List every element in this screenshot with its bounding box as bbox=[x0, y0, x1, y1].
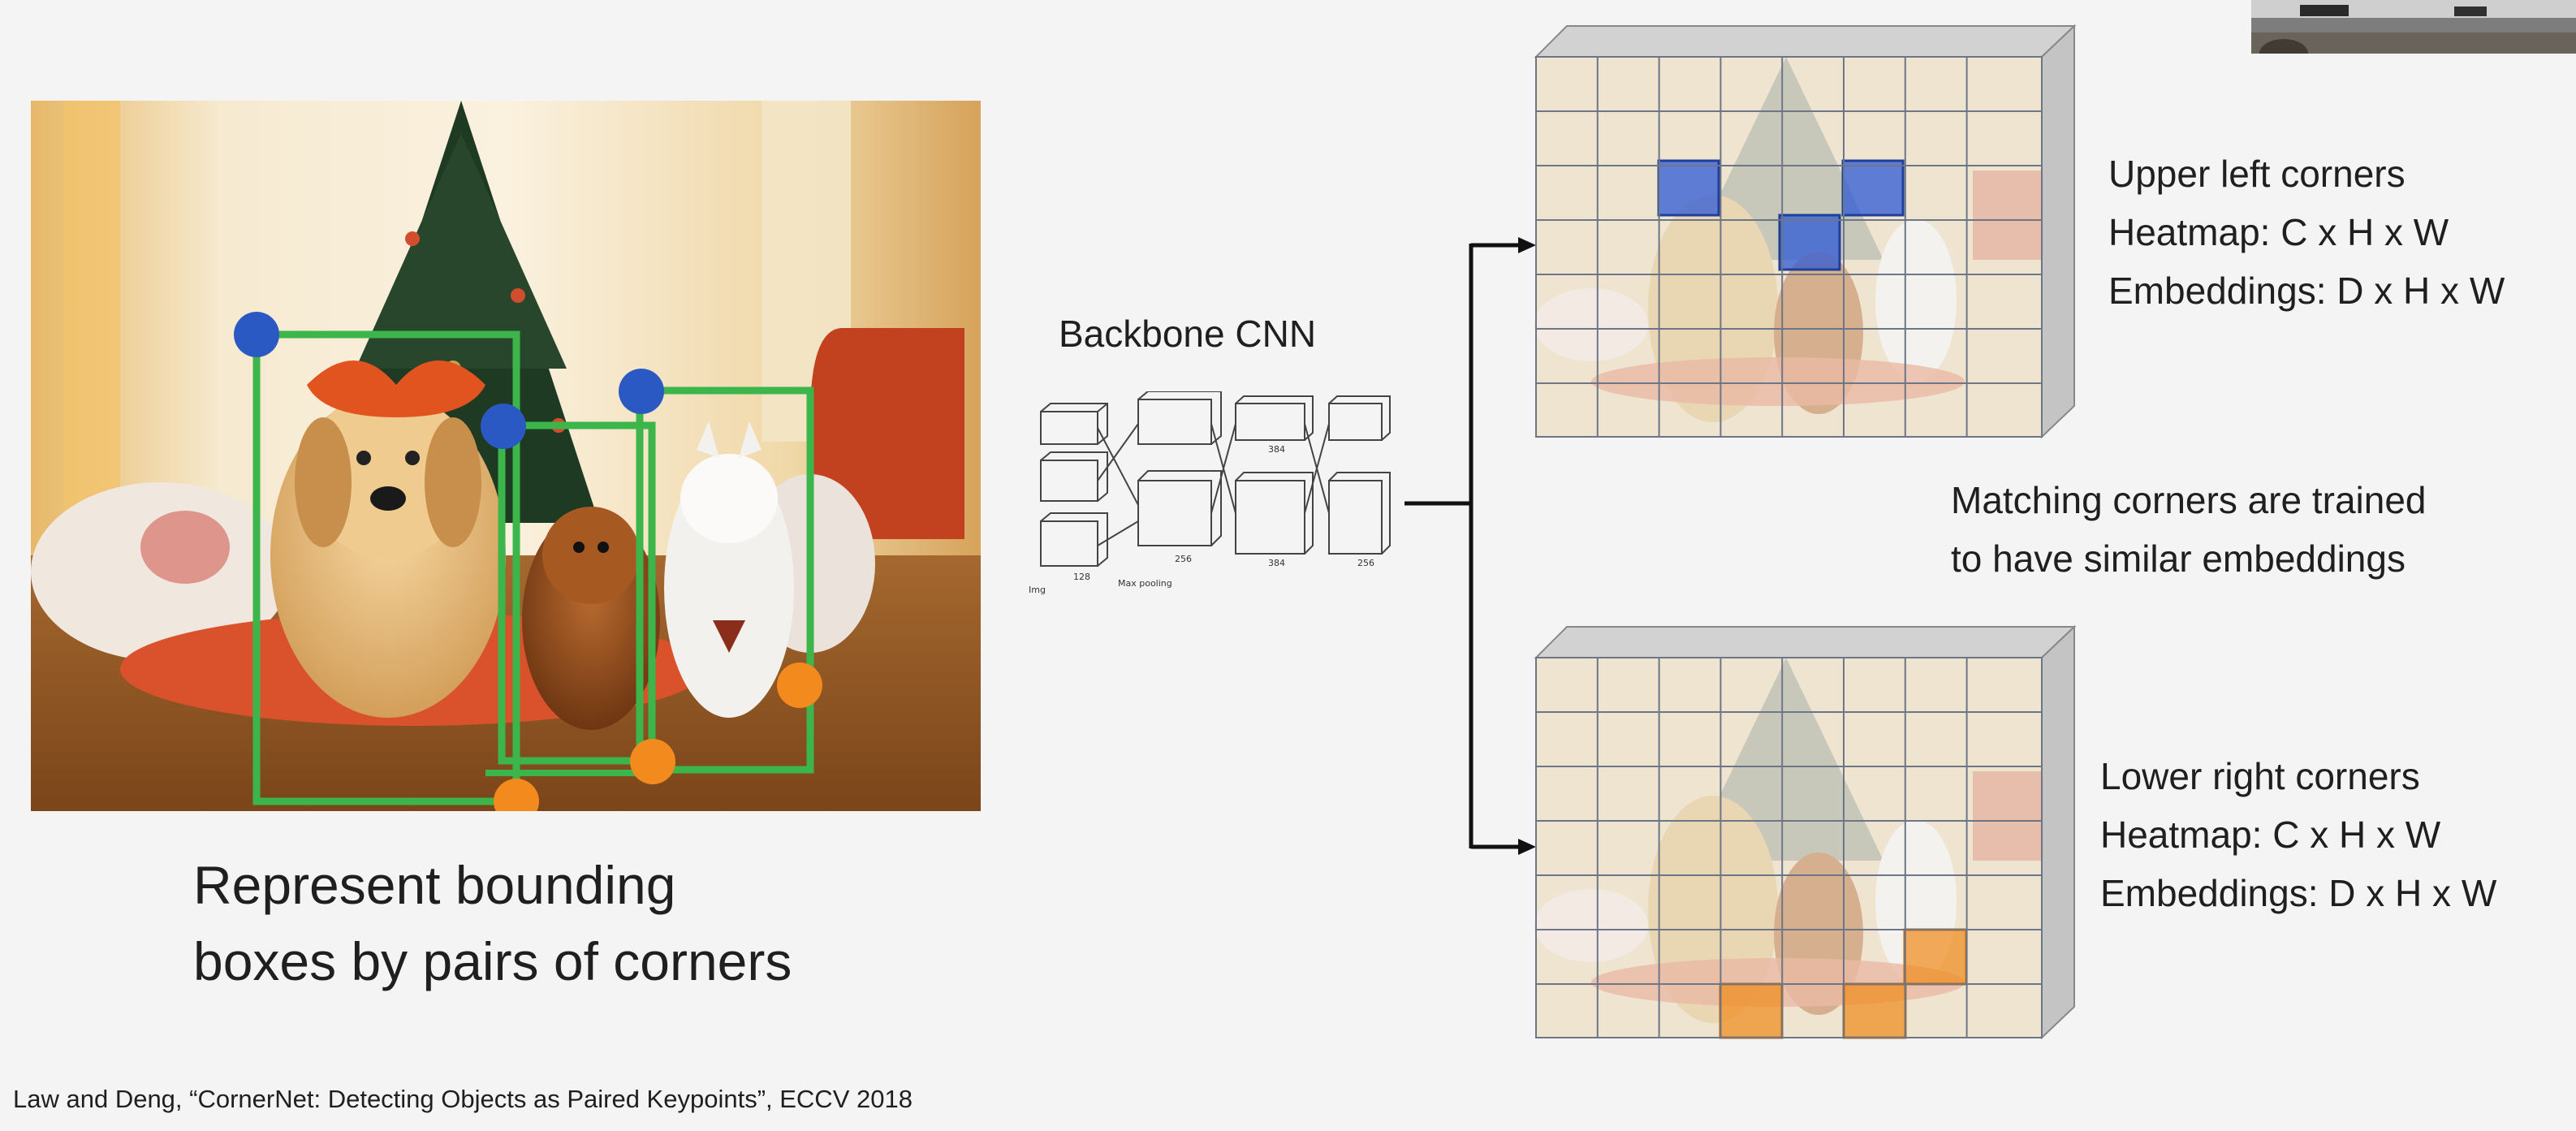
heatmap-cell-upper-left bbox=[1778, 214, 1841, 271]
lower-right-corner-dot bbox=[630, 739, 675, 784]
arrow-right-icon bbox=[1518, 839, 1536, 855]
branch-arrows bbox=[1405, 237, 1536, 855]
matching-note-line-2: to have similar embeddings bbox=[1951, 537, 2406, 580]
webcam-inset bbox=[2251, 0, 2576, 54]
caption-line-2: boxes by pairs of corners bbox=[193, 931, 792, 991]
cnn-architecture-sketch: 128 256 384 384 256 Max pooling Img bbox=[1029, 391, 1391, 595]
lower-embeddings: Embeddings: D x H x W bbox=[2100, 872, 2497, 914]
backbone-diagram: 128 256 384 384 256 Max pooling Img bbox=[1025, 391, 1414, 619]
tiny-label: 256 bbox=[1357, 558, 1374, 568]
upper-left-corner-dot bbox=[619, 369, 664, 414]
backbone-title: Backbone CNN bbox=[1059, 313, 1317, 355]
heatmap-cell-lower-right bbox=[1719, 982, 1784, 1039]
red-sofa bbox=[810, 328, 964, 539]
bbox-spaniel bbox=[498, 421, 656, 765]
arrow-right-icon bbox=[1518, 237, 1536, 253]
heatmap-cell-upper-left bbox=[1841, 159, 1905, 217]
lower-corner-heatmap-block bbox=[1534, 624, 2078, 1047]
lower-right-corner-dot bbox=[777, 663, 822, 708]
heatmap-cell-lower-right bbox=[1903, 928, 1968, 986]
upper-left-corner-dot bbox=[234, 312, 279, 357]
tiny-label: Max pooling bbox=[1118, 578, 1172, 589]
tiny-label: Img bbox=[1029, 585, 1046, 595]
upper-corner-heatmap-block bbox=[1534, 24, 2078, 447]
lower-heatmap: Heatmap: C x H x W bbox=[2100, 814, 2441, 856]
upper-embeddings: Embeddings: D x H x W bbox=[2108, 270, 2505, 312]
heatmap-cell-upper-left bbox=[1657, 159, 1720, 217]
matching-note-line-1: Matching corners are trained bbox=[1951, 479, 2427, 521]
detection-photo bbox=[31, 101, 981, 811]
bbox-cat bbox=[636, 386, 814, 774]
curtain-left bbox=[63, 101, 120, 555]
citation: Law and Deng, “CornerNet: Detecting Obje… bbox=[13, 1085, 913, 1113]
upper-left-corner-dot bbox=[481, 404, 526, 449]
photo-illustration bbox=[31, 101, 981, 811]
upper-title: Upper left corners bbox=[2108, 153, 2406, 195]
tiny-label: 128 bbox=[1073, 572, 1090, 582]
tiny-label: 384 bbox=[1268, 444, 1285, 455]
tiny-label: 256 bbox=[1175, 554, 1192, 564]
upper-heatmap: Heatmap: C x H x W bbox=[2108, 211, 2449, 253]
lower-grid bbox=[1534, 624, 2077, 1040]
tiny-label: 384 bbox=[1268, 558, 1285, 568]
heatmap-cell-lower-right bbox=[1842, 982, 1907, 1039]
antlers bbox=[307, 360, 485, 417]
webcam-feed bbox=[2251, 0, 2576, 54]
lower-title: Lower right corners bbox=[2100, 755, 2420, 797]
caption-line-1: Represent bounding bbox=[193, 855, 676, 915]
upper-grid bbox=[1534, 24, 2077, 439]
bbox-golden-retriever bbox=[252, 330, 520, 805]
lower-right-corner-dot bbox=[494, 779, 539, 811]
